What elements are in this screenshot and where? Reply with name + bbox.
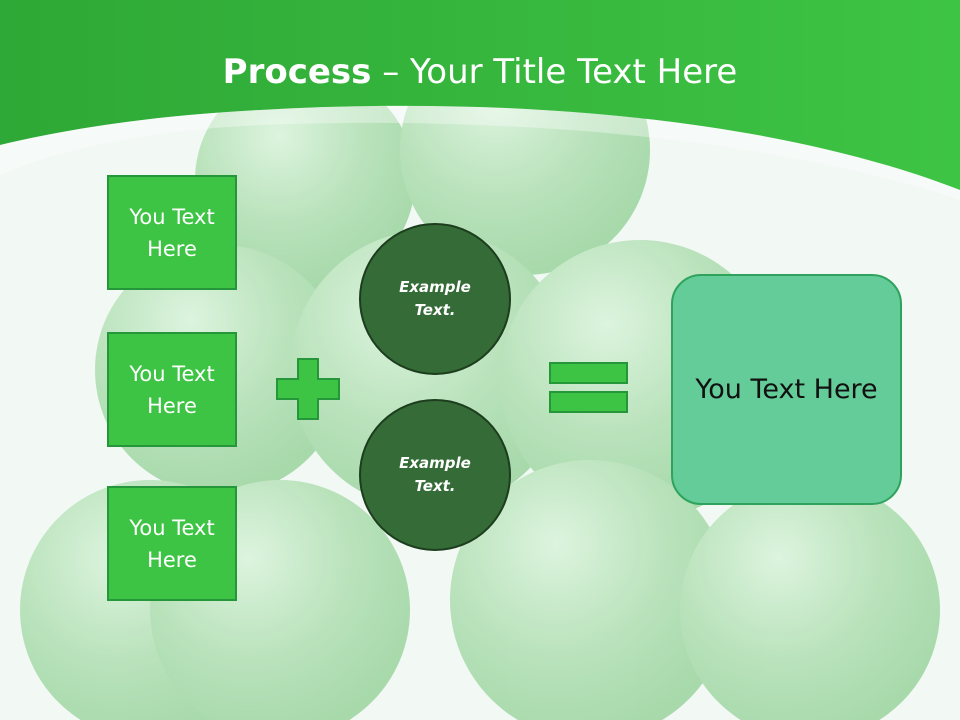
input-box-2[interactable]: You Text Here [107, 332, 237, 447]
equals-icon [549, 362, 628, 413]
input-box-label: You Text Here [129, 361, 215, 418]
input-box-label: You Text Here [129, 204, 215, 261]
circle-label: Example Text. [399, 278, 471, 319]
example-circle-2[interactable]: Example Text. [359, 399, 511, 551]
example-circle-1[interactable]: Example Text. [359, 223, 511, 375]
title-rest: Your Title Text Here [410, 52, 738, 92]
title-dash: – [371, 52, 411, 92]
input-box-1[interactable]: You Text Here [107, 175, 237, 290]
slide-title: Process – Your Title Text Here [0, 52, 960, 92]
input-box-3[interactable]: You Text Here [107, 486, 237, 601]
input-box-label: You Text Here [129, 515, 215, 572]
circle-label: Example Text. [399, 454, 471, 495]
result-label: You Text Here [695, 374, 878, 405]
title-bold: Process [222, 52, 372, 92]
plus-icon [276, 358, 340, 420]
result-box[interactable]: You Text Here [671, 274, 902, 505]
